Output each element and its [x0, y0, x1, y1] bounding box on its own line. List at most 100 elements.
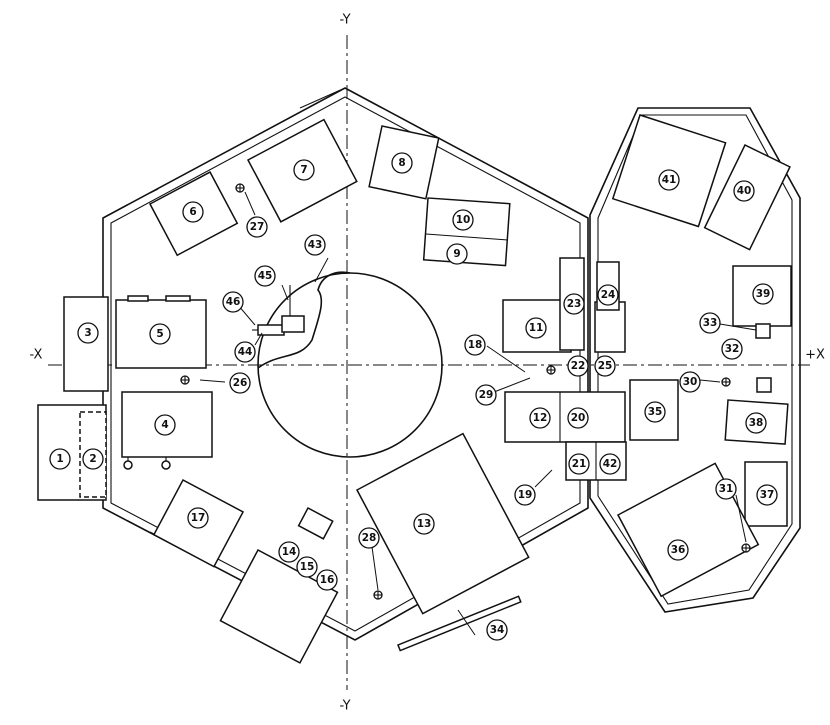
- callout-number: 12: [533, 412, 548, 424]
- callout-number: 43: [308, 239, 323, 251]
- callout-5: 5: [149, 323, 171, 345]
- callout-circle: [316, 569, 338, 591]
- callout-number: 34: [490, 624, 505, 636]
- callout-circle: [154, 414, 176, 436]
- callout-number: 14: [282, 546, 297, 558]
- callout-circle: [529, 407, 551, 429]
- callout-circle: [745, 412, 767, 434]
- callout-number: 38: [749, 417, 764, 429]
- callout-3: 3: [77, 322, 99, 344]
- callout-circle: [229, 372, 251, 394]
- callout-circle: [563, 293, 585, 315]
- equipment-boxes: [37, 114, 792, 664]
- callout-number: 33: [703, 317, 718, 329]
- callout-number: 44: [238, 346, 253, 358]
- callout-number: 1: [56, 453, 63, 465]
- callout-number: 10: [456, 214, 471, 226]
- callout-number: 3: [84, 327, 91, 339]
- callout-circle: [486, 619, 508, 641]
- callout-number: 36: [671, 544, 686, 556]
- callout-circle: [756, 484, 778, 506]
- callout-44: 44: [234, 341, 256, 363]
- axis-label-left: -X: [30, 348, 43, 363]
- callout-circle: [599, 453, 621, 475]
- callout-18: 18: [464, 334, 486, 356]
- callout-number: 2: [89, 453, 96, 465]
- callout-circle: [234, 341, 256, 363]
- callout-11: 11: [525, 317, 547, 339]
- callout-number: 25: [598, 360, 613, 372]
- callout-number: 42: [603, 458, 618, 470]
- callout-circle: [82, 448, 104, 470]
- callout-13: 13: [413, 513, 435, 535]
- callout-circle: [413, 513, 435, 535]
- callout-circle: [752, 283, 774, 305]
- callout-circle: [715, 478, 737, 500]
- callout-23: 23: [563, 293, 585, 315]
- callout-number: 39: [756, 288, 771, 300]
- callout-circle: [304, 234, 326, 256]
- callout-number: 37: [760, 489, 775, 501]
- callout-number: 5: [156, 328, 163, 340]
- callout-number: 7: [300, 164, 307, 176]
- callout-circle: [733, 180, 755, 202]
- callout-number: 29: [479, 389, 494, 401]
- callout-7: 7: [293, 159, 315, 181]
- callout-number: 35: [648, 406, 663, 418]
- callout-43: 43: [304, 234, 326, 256]
- callout-number: 40: [737, 185, 752, 197]
- callout-circle: [597, 284, 619, 306]
- callout-19: 19: [514, 484, 536, 506]
- callout-circle: [246, 216, 268, 238]
- axis-label-bottom: -Y: [339, 699, 350, 714]
- callout-number: 45: [258, 270, 273, 282]
- callout-36: 36: [667, 539, 689, 561]
- callout-37: 37: [756, 484, 778, 506]
- callout-number: 31: [719, 483, 734, 495]
- callout-number: 28: [362, 532, 377, 544]
- callout-circle: [391, 152, 413, 174]
- callout-circle: [667, 539, 689, 561]
- callout-38: 38: [745, 412, 767, 434]
- callout-1: 1: [49, 448, 71, 470]
- callout-circle: [464, 334, 486, 356]
- callout-31: 31: [715, 478, 737, 500]
- callout-circle: [296, 556, 318, 578]
- callout-circle: [222, 291, 244, 313]
- callout-39: 39: [752, 283, 774, 305]
- callout-2: 2: [82, 448, 104, 470]
- callout-number: 20: [571, 412, 586, 424]
- callout-number: 17: [191, 512, 206, 524]
- callout-circle: [679, 371, 701, 393]
- callout-45: 45: [254, 265, 276, 287]
- callout-circle: [446, 243, 468, 265]
- callout-33: 33: [699, 312, 721, 334]
- callout-number: 23: [567, 298, 582, 310]
- callout-30: 30: [679, 371, 701, 393]
- callout-17: 17: [187, 507, 209, 529]
- callout-12: 12: [529, 407, 551, 429]
- callout-number: 21: [572, 458, 587, 470]
- axis-label-top: -Y: [339, 13, 350, 28]
- callout-circle: [658, 169, 680, 191]
- callout-35: 35: [644, 401, 666, 423]
- callout-circle: [149, 323, 171, 345]
- callout-22: 22: [567, 355, 589, 377]
- callout-number: 4: [161, 419, 168, 431]
- callout-circle: [568, 453, 590, 475]
- callout-circle: [567, 407, 589, 429]
- callout-10: 10: [452, 209, 474, 231]
- callout-number: 30: [683, 376, 698, 388]
- callout-circle: [187, 507, 209, 529]
- callout-21: 21: [568, 453, 590, 475]
- callout-circle: [475, 384, 497, 406]
- callout-25: 25: [594, 355, 616, 377]
- callout-circle: [49, 448, 71, 470]
- callout-number: 19: [518, 489, 533, 501]
- right-module: [589, 107, 801, 613]
- marker-symbols: [180, 183, 751, 600]
- callout-circle: [514, 484, 536, 506]
- callout-32: 32: [721, 338, 743, 360]
- callout-circle: [77, 322, 99, 344]
